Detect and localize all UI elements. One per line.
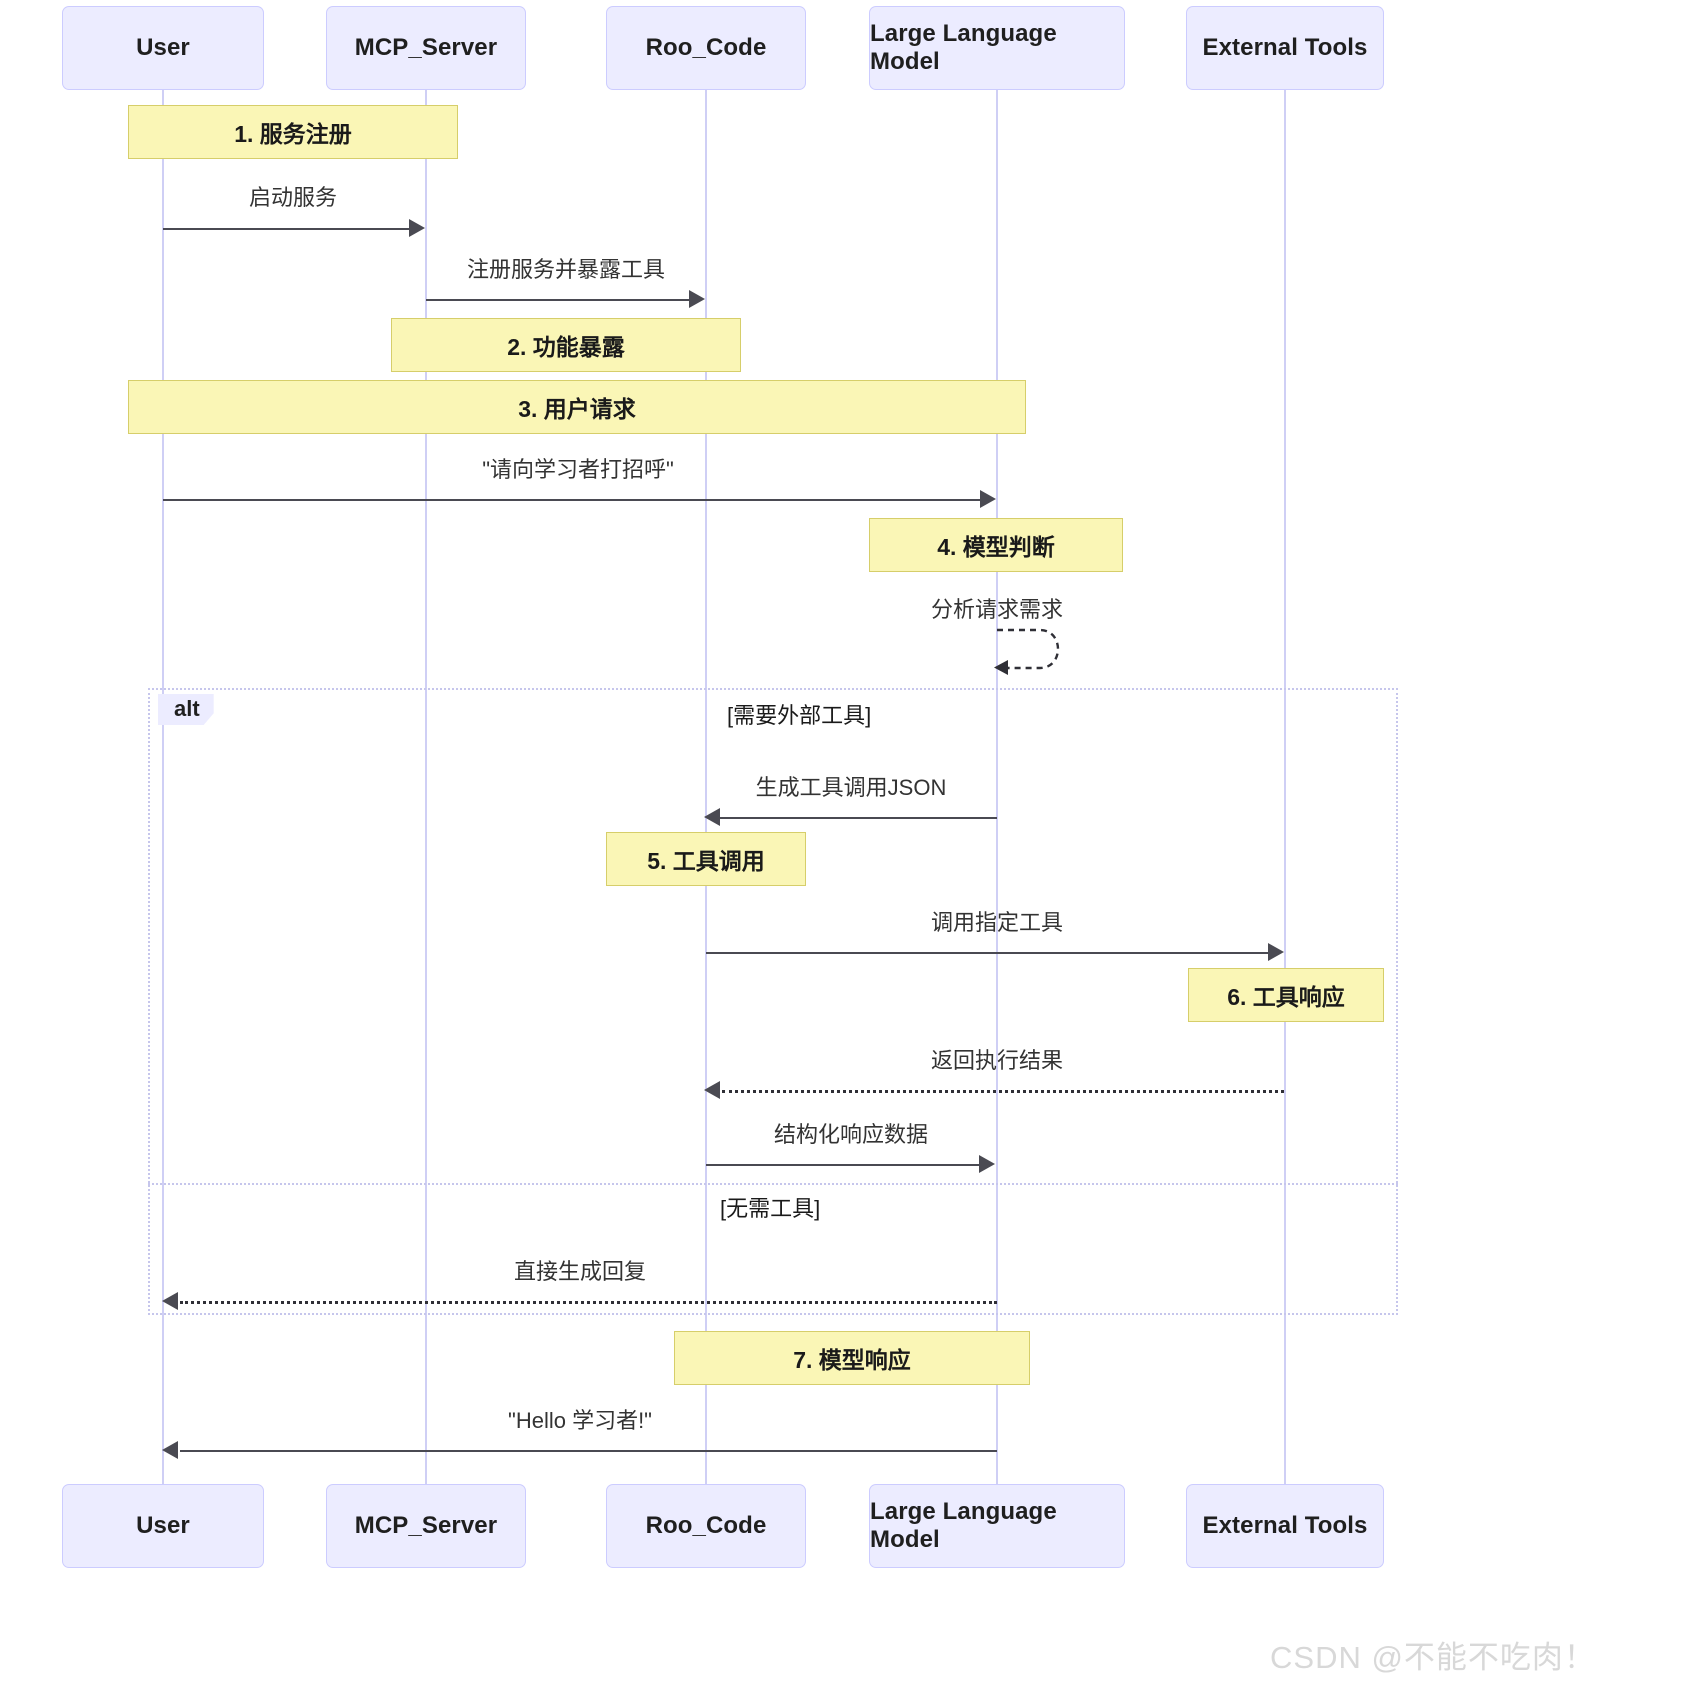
arrowhead-generate-reply-directly (162, 1292, 178, 1310)
alt-condition-needs-external-tools: [需要外部工具] (727, 703, 872, 728)
actor-box-mcp-server-bottom[interactable]: MCP_Server (326, 1484, 526, 1568)
note-box-step-7-model-response: 7. 模型响应 (674, 1331, 1030, 1385)
message-label-invoke-specified-tool: 调用指定工具 (930, 910, 1064, 935)
message-arrow-invoke-specified-tool (706, 952, 1270, 954)
note-box-step-6-tool-response: 6. 工具响应 (1188, 968, 1384, 1022)
message-arrow-greet-learner-request (163, 499, 982, 501)
alt-fragment-frame (148, 688, 1398, 1315)
message-arrow-generate-tool-call-json (720, 817, 997, 819)
message-arrow-return-execution-result (722, 1090, 1284, 1093)
alt-condition-no-tools-needed: [无需工具] (720, 1196, 821, 1221)
message-arrow-hello-learner (180, 1450, 997, 1452)
lifeline-roo-code (705, 90, 707, 1485)
message-arrow-register-service-expose-tools (426, 299, 691, 301)
arrowhead-invoke-specified-tool (1268, 943, 1284, 961)
actor-label: External Tools (1202, 1512, 1368, 1539)
lifeline-mcp-server (425, 90, 427, 1485)
actor-box-external-tools-top[interactable]: External Tools (1186, 6, 1384, 90)
arrowhead-register-service-expose-tools (689, 290, 705, 308)
actor-label: MCP_Server (354, 34, 498, 61)
message-label-greet-learner-request: "请向学习者打招呼" (482, 457, 674, 482)
message-label-generate-reply-directly: 直接生成回复 (513, 1259, 647, 1284)
actor-box-roo-code-bottom[interactable]: Roo_Code (606, 1484, 806, 1568)
actor-box-user-top[interactable]: User (62, 6, 264, 90)
actor-label: Roo_Code (645, 1512, 767, 1539)
note-label: 1. 服务注册 (234, 121, 352, 147)
actor-label: User (136, 1512, 190, 1539)
lifeline-user (162, 90, 164, 1485)
message-arrow-start-service (163, 228, 411, 230)
message-label-start-service: 启动服务 (248, 185, 338, 210)
arrowhead-generate-tool-call-json (704, 808, 720, 826)
note-label: 5. 工具调用 (647, 848, 765, 874)
note-label: 7. 模型响应 (793, 1347, 911, 1373)
actor-box-user-bottom[interactable]: User (62, 1484, 264, 1568)
message-label-structured-response-data: 结构化响应数据 (773, 1122, 929, 1147)
alt-fragment-tag: alt (158, 694, 214, 725)
note-box-step-1-service-registration: 1. 服务注册 (128, 105, 458, 159)
arrowhead-start-service (409, 219, 425, 237)
lifeline-large-language-model (996, 90, 998, 1485)
actor-label: Large Language Model (870, 1498, 1057, 1553)
csdn-watermark: CSDN @不能不吃肉！ (1270, 1640, 1596, 1675)
note-box-step-2-capability-exposure: 2. 功能暴露 (391, 318, 741, 372)
arrowhead-structured-response-data (979, 1155, 995, 1173)
actor-label: Large Language Model (870, 20, 1057, 75)
message-selfloop-analyze-request (994, 628, 1060, 675)
message-arrow-structured-response-data (706, 1164, 981, 1166)
actor-box-large-language-model-top[interactable]: Large Language Model (869, 6, 1125, 90)
note-label: 6. 工具响应 (1227, 984, 1345, 1010)
note-box-step-5-tool-invocation: 5. 工具调用 (606, 832, 806, 886)
message-arrow-generate-reply-directly (180, 1301, 997, 1304)
message-label-register-service-expose-tools: 注册服务并暴露工具 (466, 257, 666, 282)
message-label-analyze-request: 分析请求需求 (930, 597, 1064, 622)
arrowhead-return-execution-result (704, 1081, 720, 1099)
note-label: 2. 功能暴露 (507, 334, 625, 360)
actor-box-external-tools-bottom[interactable]: External Tools (1186, 1484, 1384, 1568)
actor-label: User (136, 34, 190, 61)
alt-fragment-divider (148, 1183, 1398, 1185)
actor-box-mcp-server-top[interactable]: MCP_Server (326, 6, 526, 90)
actor-box-large-language-model-bottom[interactable]: Large Language Model (869, 1484, 1125, 1568)
actor-label: MCP_Server (354, 1512, 498, 1539)
note-label: 4. 模型判断 (937, 534, 1055, 560)
actor-box-roo-code-top[interactable]: Roo_Code (606, 6, 806, 90)
note-box-step-4-model-decision: 4. 模型判断 (869, 518, 1123, 572)
note-box-step-3-user-request: 3. 用户请求 (128, 380, 1026, 434)
arrowhead-hello-learner (162, 1441, 178, 1459)
message-label-hello-learner: "Hello 学习者!" (508, 1408, 652, 1433)
arrowhead-greet-learner-request (980, 490, 996, 508)
message-label-return-execution-result: 返回执行结果 (930, 1048, 1064, 1073)
note-label: 3. 用户请求 (518, 396, 636, 422)
actor-label: External Tools (1202, 34, 1368, 61)
alt-tag-label: alt (174, 696, 200, 721)
actor-label: Roo_Code (645, 34, 767, 61)
lifeline-external-tools (1284, 90, 1286, 1485)
message-label-generate-tool-call-json: 生成工具调用JSON (755, 775, 947, 800)
